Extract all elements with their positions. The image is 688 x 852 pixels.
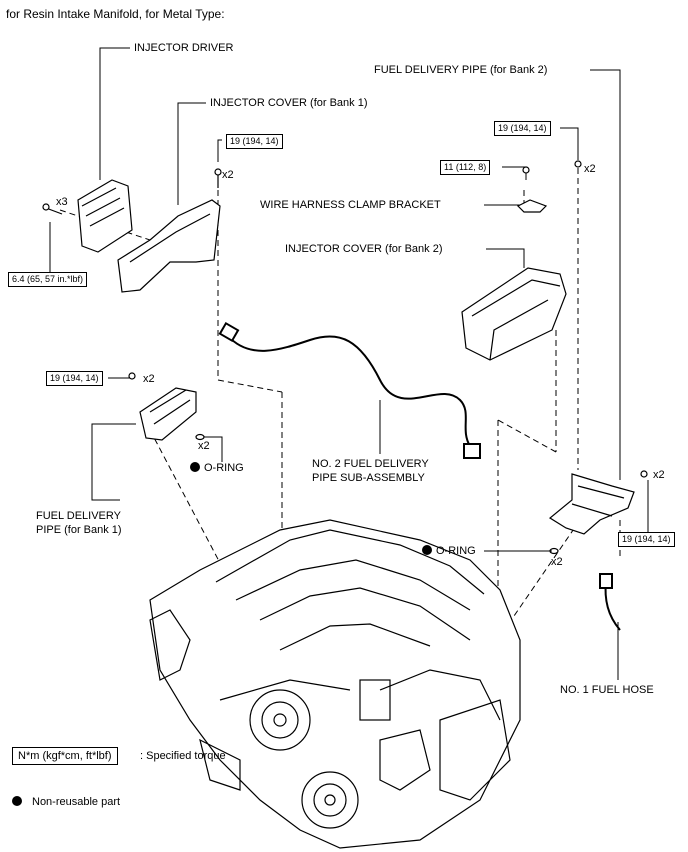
leader-injector-driver <box>99 47 130 180</box>
leader-bank2-top-torque <box>560 127 579 160</box>
torque-clamp: 11 (112, 8) <box>440 160 491 175</box>
clamp-bracket-part <box>516 160 582 213</box>
legend-nonreusable-text: Non-reusable part <box>32 796 121 808</box>
label-fuel-pipe-bank1-2: PIPE (for Bank 1) <box>36 524 122 536</box>
leader-bank2-pipe <box>590 69 621 480</box>
label-oring-right: O-RING <box>422 545 476 558</box>
count-cover: x2 <box>222 169 234 181</box>
label-injector-cover-bank2: INJECTOR COVER (for Bank 2) <box>285 243 443 255</box>
oring-right-text: O-RING <box>436 545 476 557</box>
fuel-pipe-bank2-part <box>548 470 648 555</box>
nonreusable-dot-icon <box>190 462 200 472</box>
leader-bank1-pipe <box>91 423 136 501</box>
label-no2-pipe-2: PIPE SUB-ASSEMBLY <box>312 472 425 484</box>
legend-torque-box: N*m (kgf*cm, ft*lbf) <box>12 747 118 765</box>
label-no1-fuel-hose: NO. 1 FUEL HOSE <box>560 684 654 696</box>
leader-oring-left <box>204 436 223 462</box>
leader-injector-cover-bank2 <box>486 248 525 268</box>
injector-cover-bank2-part <box>461 267 567 361</box>
engine-assembly <box>149 519 521 849</box>
torque-injector-driver: 6.4 (65, 57 in.*lbf) <box>8 272 88 287</box>
label-no2-pipe-1: NO. 2 FUEL DELIVERY <box>312 458 429 470</box>
no1-fuel-hose-part <box>599 573 621 631</box>
leader-injector-cover-bank1 <box>177 102 206 205</box>
label-fuel-pipe-bank2: FUEL DELIVERY PIPE (for Bank 2) <box>374 64 548 76</box>
injector-driver-part <box>42 179 133 253</box>
no2-fuel-pipe-part <box>218 321 481 459</box>
count-oring-left: x2 <box>198 440 210 452</box>
label-clamp-bracket: WIRE HARNESS CLAMP BRACKET <box>260 199 441 211</box>
leader-clamp-torque <box>502 166 527 180</box>
label-fuel-pipe-bank1-1: FUEL DELIVERY <box>36 510 121 522</box>
label-injector-driver: INJECTOR DRIVER <box>134 42 234 54</box>
legend-torque-text: : Specified torque <box>140 750 226 762</box>
torque-bank1-pipe: 19 (194, 14) <box>46 371 103 386</box>
nonreusable-dot-icon <box>12 796 22 806</box>
torque-bank2-pipe: 19 (194, 14) <box>618 532 675 547</box>
count-driver: x3 <box>56 196 68 208</box>
nonreusable-dot-icon <box>422 545 432 555</box>
torque-injector-cover: 19 (194, 14) <box>226 134 283 149</box>
count-oring-right: x2 <box>551 556 563 568</box>
torque-bank2-top: 19 (194, 14) <box>494 121 551 136</box>
label-injector-cover-bank1: INJECTOR COVER (for Bank 1) <box>210 97 368 109</box>
leader-cover-torque <box>217 139 222 162</box>
page-title: for Resin Intake Manifold, for Metal Typ… <box>6 7 225 21</box>
count-bank2-pipe: x2 <box>653 469 665 481</box>
injector-cover-bank1-part <box>117 168 222 293</box>
count-bank1-pipe: x2 <box>143 373 155 385</box>
label-oring-left: O-RING <box>190 462 244 475</box>
oring-left-text: O-RING <box>204 462 244 474</box>
legend-nonreusable <box>12 796 26 809</box>
count-bank2-top: x2 <box>584 163 596 175</box>
fuel-pipe-bank1-part <box>128 372 205 441</box>
